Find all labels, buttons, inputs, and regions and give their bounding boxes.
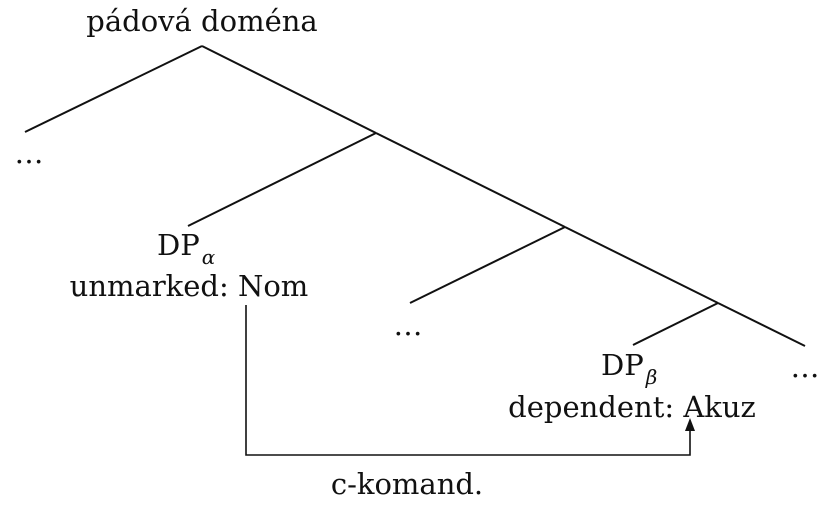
- dp-beta-head: DP: [601, 348, 644, 382]
- c-command-label: c-komand.: [331, 467, 483, 501]
- edge-node-3-to-right-ellipsis: [717, 302, 806, 347]
- c-command-arrow-line: [245, 305, 691, 456]
- edge-node-1-to-node-2: [375, 132, 566, 228]
- edge-root-to-node-1: [201, 45, 377, 134]
- edge-root-to-left-ellipsis: [24, 45, 203, 133]
- edge-node-1-to-dp-alpha: [187, 132, 377, 227]
- c-command-arrowhead: [685, 418, 695, 431]
- left-ellipsis: …: [15, 136, 44, 170]
- middle-ellipsis: …: [394, 308, 423, 342]
- dp-alpha-head: DP: [157, 228, 200, 262]
- edge-node-3-to-dp-beta: [632, 302, 719, 346]
- dp-beta-subscript: β: [645, 365, 658, 389]
- dp-alpha-subscript: α: [202, 245, 216, 269]
- right-ellipsis: …: [791, 350, 820, 384]
- edge-node-2-to-middle-ellipsis: [409, 226, 566, 304]
- dp-beta-case: dependent: Akuz: [508, 390, 756, 424]
- edge-node-2-to-node-3: [564, 226, 719, 304]
- root-label: pádová doména: [86, 4, 317, 38]
- dp-alpha-case: unmarked: Nom: [70, 269, 309, 303]
